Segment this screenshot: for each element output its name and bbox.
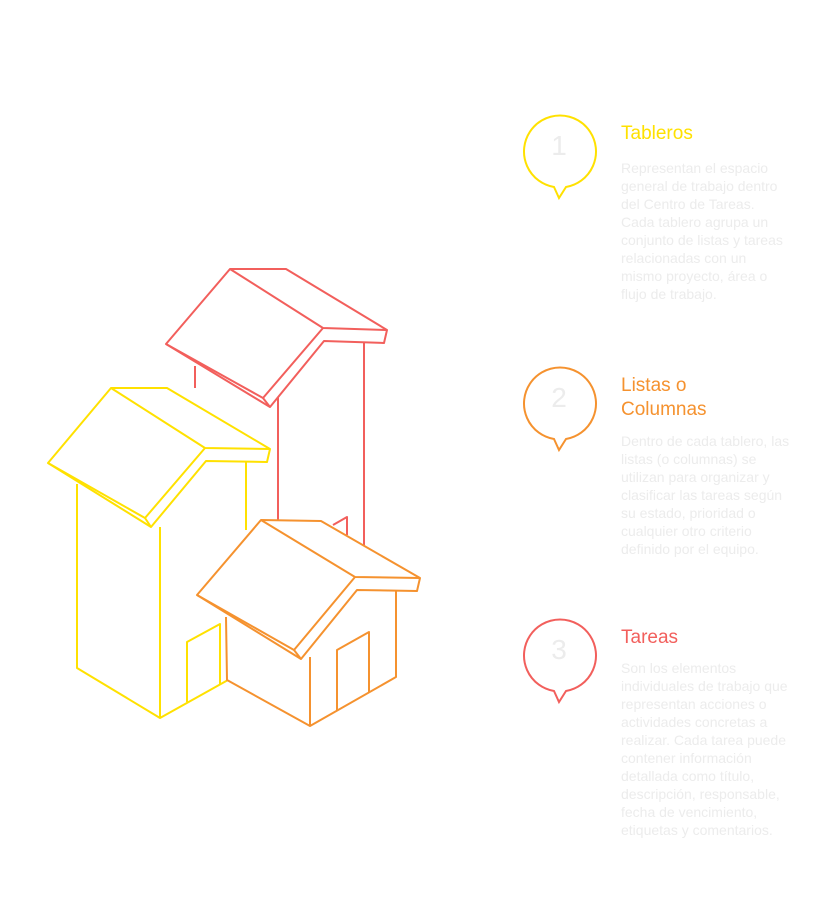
item-description: Representan el espacio general de trabaj… bbox=[621, 160, 783, 302]
map-pin-icon bbox=[523, 618, 597, 705]
step-number: 3 bbox=[551, 634, 567, 665]
step-number: 1 bbox=[551, 130, 567, 161]
yellow-house bbox=[47, 387, 271, 719]
orange-house bbox=[196, 519, 421, 727]
item-title: Listas o Columnas bbox=[621, 375, 707, 420]
item-title: Tableros bbox=[621, 123, 693, 144]
item-description: Son los elementos individuales de trabaj… bbox=[621, 660, 788, 838]
item-description: Dentro de cada tablero, las listas (o co… bbox=[621, 433, 790, 557]
step-number: 2 bbox=[551, 382, 567, 413]
item-title: Tareas bbox=[621, 627, 679, 648]
red-house bbox=[165, 268, 388, 545]
map-pin-icon bbox=[523, 114, 597, 201]
map-pin-icon bbox=[523, 366, 597, 453]
